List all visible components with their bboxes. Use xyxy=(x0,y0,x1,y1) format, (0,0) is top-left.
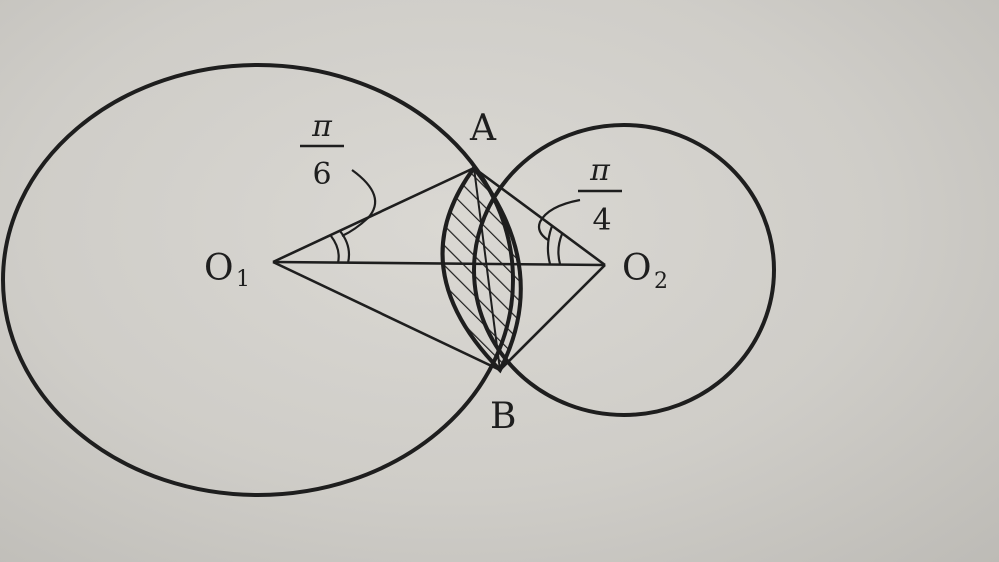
segment-o1-o2 xyxy=(272,260,606,267)
angle-arc-o2-inner xyxy=(557,233,564,265)
angle-label-left-denominator: 6 xyxy=(312,157,331,192)
point-label-o1-subscript: 1 xyxy=(236,267,250,292)
circle-o1 xyxy=(1,63,515,497)
angle-label-left-numerator: π xyxy=(311,109,333,144)
chord-ab xyxy=(473,167,501,371)
angle-label-right-numerator: π xyxy=(589,153,611,188)
shaded-lens-region xyxy=(440,164,523,374)
point-label-o1: O xyxy=(204,248,234,289)
point-label-b: B xyxy=(490,396,516,437)
angle-arc-o1-inner xyxy=(330,235,340,264)
point-label-a: A xyxy=(469,108,497,149)
segment-o2-a xyxy=(473,166,606,267)
angle-arc-o1-outer xyxy=(339,230,351,264)
segment-o1-a xyxy=(272,166,475,264)
segment-o2-b xyxy=(499,264,606,371)
point-label-o2-subscript: 2 xyxy=(654,269,668,294)
segment-o1-b xyxy=(272,260,501,372)
angle-arc-o2-outer xyxy=(546,225,554,265)
leader-pi-6 xyxy=(341,169,377,237)
angle-label-right-denominator: 4 xyxy=(592,203,611,238)
leader-pi-4 xyxy=(537,198,581,241)
point-label-o2: O xyxy=(622,248,652,289)
